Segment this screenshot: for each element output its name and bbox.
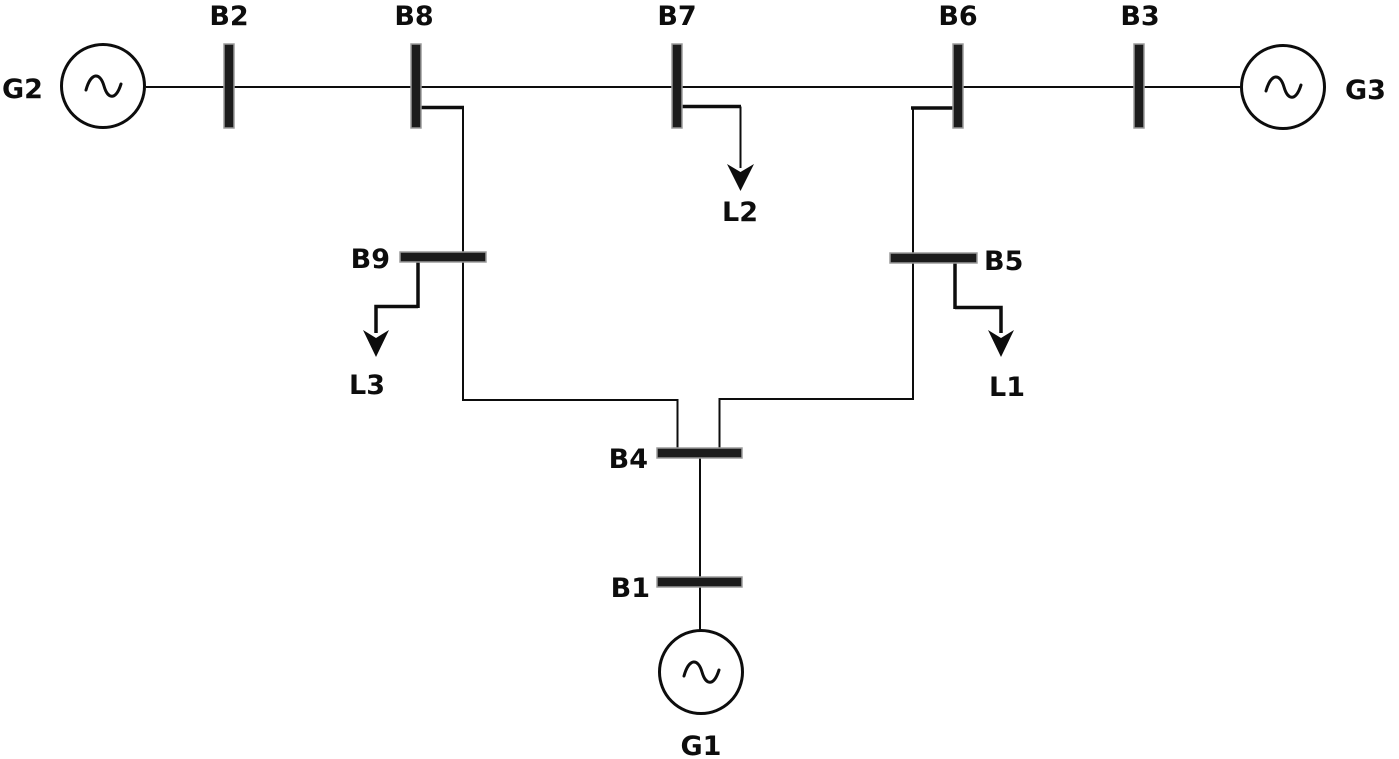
bus-bar-b2 — [223, 43, 235, 129]
generator-label-g2: G2 — [2, 74, 43, 105]
generator-g3-icon — [1240, 44, 1326, 130]
bus-label-b2: B2 — [209, 1, 248, 32]
load-label-l1: L1 — [989, 372, 1025, 403]
bus-label-b8: B8 — [394, 1, 433, 32]
load-l1: L1 — [953, 263, 1025, 403]
bus-label-b7: B7 — [657, 1, 696, 32]
line-b6-b5-b4 — [718, 108, 914, 449]
generator-label-g1: G1 — [681, 731, 722, 759]
bus-label-b1: B1 — [611, 573, 650, 604]
ac-waveform-icon — [1264, 75, 1303, 99]
load-l2-arrow-icon — [727, 164, 754, 191]
generator-g1-icon — [658, 629, 744, 715]
bus-bar-b1 — [656, 576, 743, 588]
bus-bar-b5 — [889, 252, 978, 264]
load-l3-arrow-icon — [363, 330, 389, 357]
ac-waveform-icon — [84, 74, 123, 98]
load-l3-feeder — [374, 304, 418, 333]
load-label-l2: L2 — [722, 197, 758, 228]
bus-label-b3: B3 — [1120, 1, 1159, 32]
generator-label-g3: G3 — [1345, 75, 1386, 106]
bus-bar-b8 — [410, 43, 422, 129]
load-l3: L3 — [349, 262, 420, 401]
load-l1-arrow-icon — [988, 330, 1014, 357]
bus-bar-b7 — [671, 43, 683, 129]
load-l1-feeder — [955, 305, 1003, 333]
ac-waveform-icon — [682, 660, 721, 684]
line-b8-b9-b4 — [462, 107, 679, 449]
bus-label-b4: B4 — [609, 444, 648, 475]
bus-bar-b9 — [399, 251, 487, 263]
bus-bar-b4 — [656, 447, 743, 459]
bus-label-b9: B9 — [351, 244, 390, 275]
load-l2: L2 — [681, 104, 758, 228]
load-label-l3: L3 — [349, 370, 385, 401]
generator-g2-icon — [60, 43, 146, 129]
bus-bar-b3 — [1133, 43, 1145, 129]
bus-label-b5: B5 — [984, 246, 1023, 277]
bus-label-b6: B6 — [938, 1, 977, 32]
bus-bar-b6 — [952, 43, 964, 129]
